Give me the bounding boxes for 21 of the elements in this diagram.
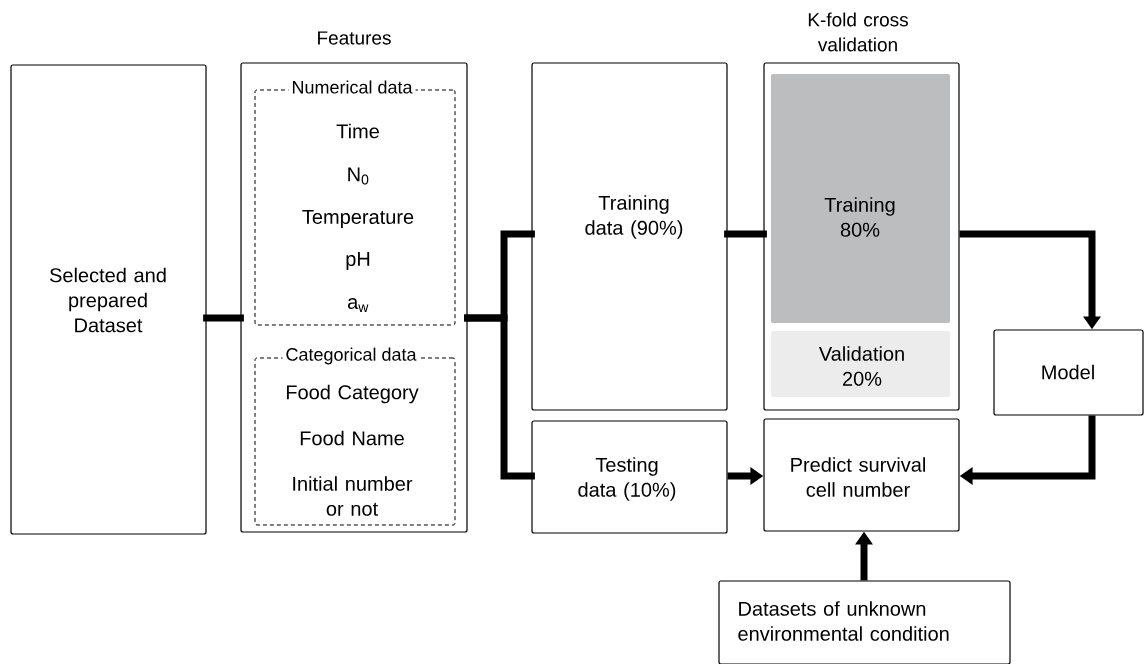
list-item: a$_{w}$ (348, 298, 369, 312)
validation-block: Validation 20% (771, 331, 950, 397)
process-box: Model (993, 329, 1144, 416)
list-item: Food Category (286, 384, 419, 404)
list-item: Temperature (302, 210, 414, 228)
list-item: pH (346, 252, 370, 270)
list-item: Food Name (300, 430, 404, 446)
process-box: Predict survival cell number (763, 418, 960, 532)
connector-line (724, 230, 767, 238)
process-box: Selected and prepared Dataset (10, 64, 207, 535)
node-label: K-fold cross validation (808, 12, 908, 52)
node-label: Features (318, 31, 391, 45)
list-item: N$_{0}$ (348, 167, 369, 185)
process-box: Testing data (10%) (531, 420, 728, 534)
list-item: Initial number or not (293, 476, 413, 516)
training-block: Training 80% (771, 74, 950, 323)
input-box: Datasets of unknown environmental condition (718, 580, 1011, 664)
connector-line (203, 314, 244, 322)
process-box: Training data (90%) (531, 62, 728, 411)
list-item: Time (336, 123, 379, 139)
connector-line (464, 314, 535, 480)
